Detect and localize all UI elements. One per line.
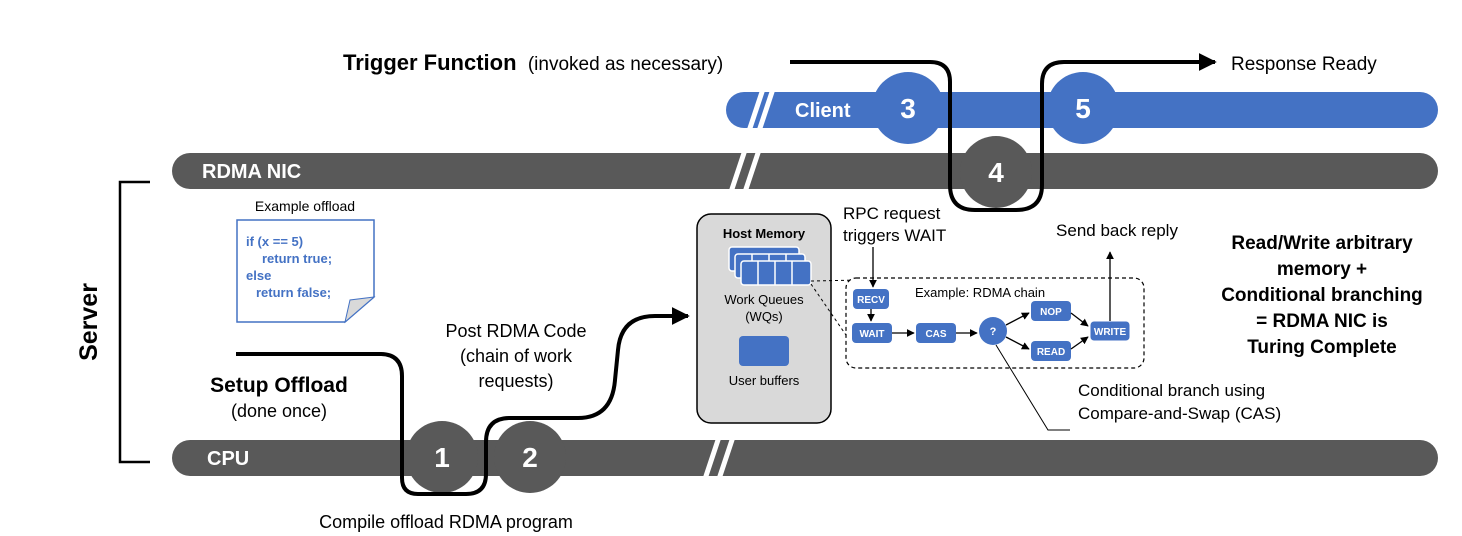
cas-node — [916, 323, 956, 343]
cond-branch-line-1: Conditional branch using — [1078, 381, 1265, 400]
host-memory-title: Host Memory — [723, 226, 806, 241]
rdma-nic-bar-break — [727, 146, 763, 196]
step-5-number: 5 — [1075, 93, 1091, 124]
rpc-request-line-1: RPC request — [843, 204, 941, 223]
step-4-circle — [960, 136, 1032, 208]
read-to-write — [1070, 336, 1089, 350]
branch-to-read — [1005, 336, 1030, 350]
code-line-4: return false; — [256, 285, 331, 300]
rdma-nic-label: RDMA NIC — [202, 161, 301, 183]
cpu-bar — [172, 440, 1438, 476]
code-line-3: else — [246, 268, 271, 283]
step-1-circle — [406, 421, 478, 493]
conclusion-line-4: = RDMA NIC is — [1256, 311, 1388, 332]
post-rdma-code-line-2: (chain of work — [460, 346, 573, 366]
post-rdma-code-line-1: Post RDMA Code — [445, 321, 586, 341]
response-ready-label: Response Ready — [1231, 54, 1377, 75]
trigger-function-title: Trigger Function — [343, 50, 517, 75]
server-label: Server — [75, 283, 103, 361]
example-offload-note-fold — [344, 296, 376, 324]
trigger-function-label: Trigger Function (invoked as necessary) — [343, 50, 723, 75]
conclusion-line-2: memory + — [1277, 259, 1367, 280]
rdma-chain-title: Example: RDMA chain — [915, 285, 1045, 300]
callout-line-top — [810, 279, 861, 282]
step-1-number: 1 — [434, 442, 450, 473]
compile-caption: Compile offload RDMA program — [319, 512, 573, 532]
work-queues-label-2: (WQs) — [745, 309, 783, 324]
cond-branch-leader — [995, 344, 1070, 431]
work-queues-label-1: Work Queues — [724, 292, 804, 307]
step-4-number: 4 — [988, 157, 1004, 188]
setup-flow-path — [236, 307, 690, 496]
user-buffers-icon — [739, 336, 789, 366]
cond-branch-line-2: Compare-and-Swap (CAS) — [1078, 404, 1281, 423]
example-offload-caption: Example offload — [255, 198, 355, 214]
code-line-1: if (x == 5) — [246, 234, 303, 249]
nop-node — [1031, 301, 1071, 321]
conclusion-line-5: Turing Complete — [1247, 337, 1397, 358]
wait-node — [852, 323, 892, 343]
read-node-label: READ — [1037, 347, 1065, 358]
nop-node-label: NOP — [1040, 307, 1062, 318]
post-rdma-code-line-3: requests) — [478, 371, 553, 391]
rpc-request-line-2: triggers WAIT — [843, 226, 946, 245]
write-node-label: WRITE — [1094, 327, 1127, 338]
user-buffers-label: User buffers — [729, 373, 800, 388]
trigger-function-note: (invoked as necessary) — [528, 54, 723, 75]
conclusion-line-3: Conditional branching — [1221, 285, 1423, 306]
trigger-flow-path — [790, 53, 1217, 212]
wait-node-label: WAIT — [860, 329, 885, 340]
recv-node — [853, 289, 889, 309]
nop-to-write — [1070, 312, 1089, 327]
step-3-number: 3 — [900, 93, 916, 124]
setup-offload-note: (done once) — [231, 401, 327, 421]
callout-line-bottom — [810, 283, 849, 339]
client-label: Client — [795, 100, 851, 122]
setup-offload-title: Setup Offload — [210, 374, 348, 397]
server-bracket — [118, 180, 150, 464]
work-queues-icon — [728, 246, 812, 286]
cas-node-label: CAS — [925, 329, 946, 340]
step-2-number: 2 — [522, 442, 538, 473]
cpu-bar-break — [701, 433, 737, 483]
client-bar-break — [745, 85, 777, 135]
cpu-label: CPU — [207, 448, 249, 470]
conclusion-line-1: Read/Write arbitrary — [1231, 233, 1413, 254]
read-node — [1031, 341, 1071, 361]
step-2-circle — [494, 421, 566, 493]
branch-node — [979, 317, 1007, 345]
step-5-circle — [1047, 72, 1119, 144]
step-3-circle — [872, 72, 944, 144]
rdma-nic-bar — [172, 153, 1438, 189]
send-back-reply: Send back reply — [1056, 221, 1178, 240]
code-line-2: return true; — [262, 251, 332, 266]
recv-node-label: RECV — [857, 295, 885, 306]
branch-to-nop — [1005, 312, 1030, 326]
branch-node-label: ? — [990, 326, 997, 338]
